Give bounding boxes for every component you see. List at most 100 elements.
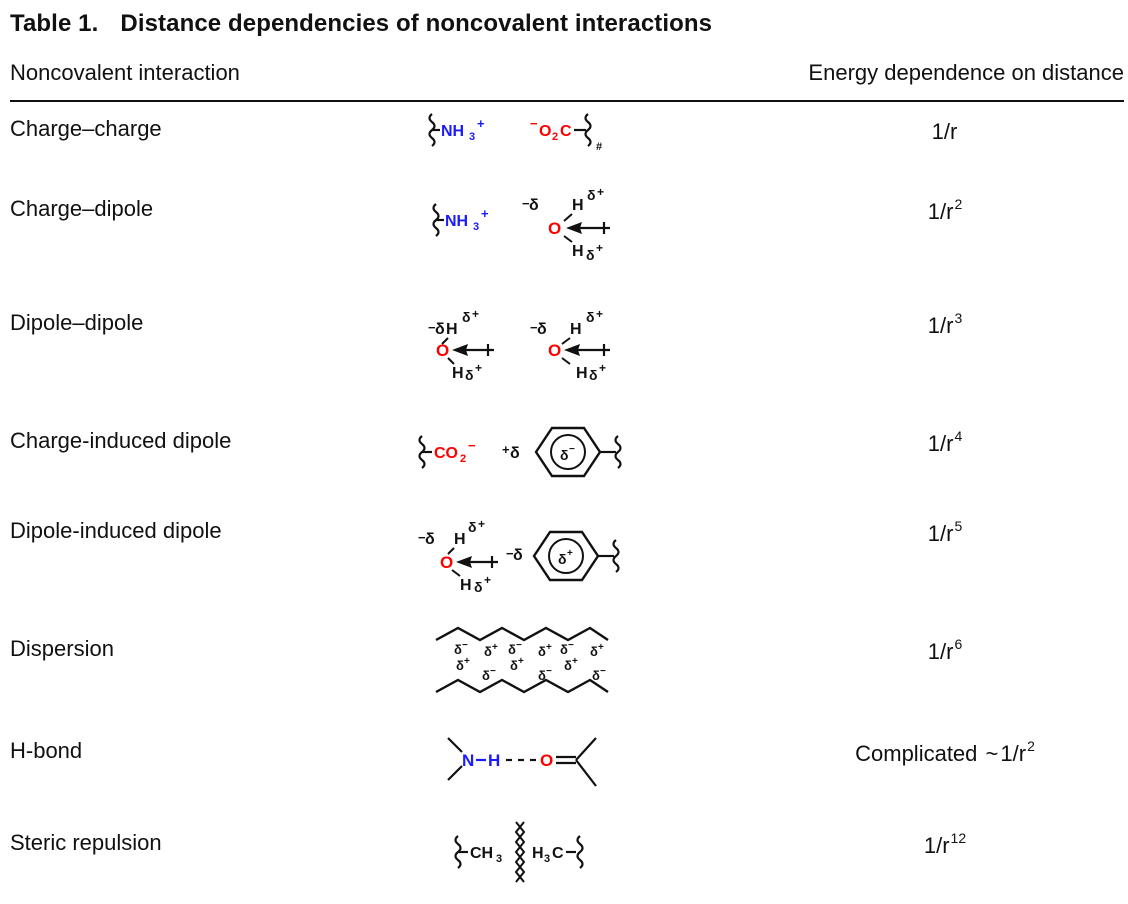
svg-text:+: + bbox=[567, 548, 573, 559]
hash-mark: # bbox=[596, 141, 602, 153]
svg-text:−: − bbox=[569, 444, 575, 455]
svg-text:H: H bbox=[572, 197, 584, 214]
dipole-dipole-structure: − δ H δ + O H δ + − δ H δ + O H δ + bbox=[428, 307, 610, 383]
svg-text:+: + bbox=[598, 642, 604, 653]
svg-text:+: + bbox=[477, 116, 485, 131]
svg-text:−: − bbox=[530, 116, 538, 131]
svg-text:δ: δ bbox=[484, 644, 492, 659]
alkane-chain-icon bbox=[435, 626, 609, 642]
svg-text:+: + bbox=[599, 361, 606, 375]
repulsion-icon bbox=[514, 821, 526, 883]
interaction-name: Dipole-induced dipole bbox=[10, 518, 222, 543]
svg-text:δ: δ bbox=[537, 321, 547, 338]
energy-dependence: 1/r2 bbox=[927, 196, 963, 224]
interaction-name: Dipole–dipole bbox=[10, 310, 144, 335]
svg-text:+: + bbox=[546, 642, 552, 653]
svg-text:−: − bbox=[600, 666, 606, 677]
svg-text:δ: δ bbox=[592, 668, 600, 683]
svg-text:δ: δ bbox=[510, 658, 518, 673]
svg-text:δ: δ bbox=[538, 644, 546, 659]
svg-text:3: 3 bbox=[469, 131, 475, 143]
svg-text:δ: δ bbox=[482, 668, 490, 683]
wavy-bond-icon bbox=[584, 113, 592, 147]
energy-dependence: Complicated ~1/r2 bbox=[855, 738, 1035, 766]
svg-text:δ: δ bbox=[560, 642, 568, 657]
svg-text:2: 2 bbox=[552, 131, 558, 143]
svg-text:H: H bbox=[572, 243, 584, 260]
alkane-chain-icon bbox=[435, 678, 609, 694]
dipole-arrow-icon bbox=[564, 344, 580, 356]
svg-text:δ: δ bbox=[513, 547, 523, 564]
svg-text:+: + bbox=[597, 185, 604, 199]
svg-text:C: C bbox=[552, 845, 564, 862]
svg-text:+: + bbox=[478, 517, 485, 531]
oxygen-label: O bbox=[548, 219, 561, 238]
dipole-arrow-icon bbox=[566, 222, 582, 234]
svg-text:+: + bbox=[518, 656, 524, 667]
svg-text:δ: δ bbox=[586, 247, 595, 263]
svg-text:+: + bbox=[472, 307, 479, 321]
svg-text:NH: NH bbox=[445, 213, 468, 230]
svg-text:O: O bbox=[436, 341, 449, 360]
svg-text:H: H bbox=[446, 321, 458, 338]
energy-dependence: 1/r12 bbox=[923, 830, 967, 858]
interaction-name: Charge–dipole bbox=[10, 196, 154, 221]
svg-text:+: + bbox=[492, 642, 498, 653]
energy-dependence: 1/r6 bbox=[927, 636, 963, 664]
svg-text:δ: δ bbox=[508, 642, 516, 657]
energy-dependence: 1/r4 bbox=[927, 428, 963, 456]
header-rule bbox=[10, 100, 1124, 102]
svg-text:H: H bbox=[454, 531, 466, 548]
svg-text:δ: δ bbox=[435, 321, 445, 338]
svg-text:H: H bbox=[488, 751, 500, 770]
energy-dependence: 1/r5 bbox=[927, 518, 963, 546]
interaction-name: Charge–charge bbox=[10, 116, 162, 141]
svg-text:H: H bbox=[460, 577, 472, 594]
svg-text:3: 3 bbox=[496, 853, 502, 865]
charge-charge-structure: NH 3 + − O 2 C # bbox=[428, 113, 602, 153]
dipole-induced-dipole-structure: − δ H δ + O H δ + − δ δ + bbox=[418, 517, 620, 595]
svg-text:δ: δ bbox=[465, 367, 474, 383]
svg-text:δ: δ bbox=[456, 658, 464, 673]
svg-text:2: 2 bbox=[460, 453, 466, 465]
h-bond-structure: N H O bbox=[447, 737, 597, 787]
svg-text:−: − bbox=[418, 530, 426, 545]
ammonium-label: NH bbox=[441, 123, 464, 140]
energy-dependence: 1/r3 bbox=[927, 310, 963, 338]
svg-text:C: C bbox=[560, 123, 572, 140]
svg-text:+: + bbox=[475, 361, 482, 375]
table-title: Table 1. Distance dependencies of noncova… bbox=[10, 10, 712, 38]
svg-text:+: + bbox=[596, 307, 603, 321]
svg-text:H: H bbox=[452, 365, 464, 382]
wavy-bond-icon bbox=[614, 435, 622, 469]
wavy-bond-icon bbox=[576, 835, 584, 869]
svg-text:−: − bbox=[506, 546, 514, 561]
svg-text:+: + bbox=[481, 206, 489, 221]
interaction-name: H-bond bbox=[10, 738, 83, 763]
table-caption: Distance dependencies of noncovalent int… bbox=[120, 10, 713, 37]
svg-text:−: − bbox=[490, 666, 496, 677]
svg-text:−: − bbox=[522, 196, 530, 211]
svg-text:CO: CO bbox=[434, 445, 458, 462]
svg-text:−: − bbox=[546, 666, 552, 677]
svg-text:δ: δ bbox=[560, 447, 569, 463]
svg-text:H: H bbox=[570, 321, 582, 338]
svg-text:3: 3 bbox=[544, 853, 550, 865]
svg-text:O: O bbox=[540, 751, 553, 770]
svg-text:δ: δ bbox=[590, 644, 598, 659]
svg-text:−: − bbox=[568, 640, 574, 651]
svg-text:+: + bbox=[464, 656, 470, 667]
svg-text:H: H bbox=[576, 365, 588, 382]
dipole-arrow-icon bbox=[456, 556, 472, 568]
svg-text:3: 3 bbox=[473, 221, 479, 233]
svg-text:δ: δ bbox=[425, 531, 435, 548]
wavy-bond-icon bbox=[612, 539, 620, 573]
svg-text:H: H bbox=[532, 845, 544, 862]
svg-text:−: − bbox=[468, 438, 476, 453]
column-header-energy: Energy dependence on distance bbox=[808, 60, 1124, 85]
interaction-name: Charge-induced dipole bbox=[10, 428, 232, 453]
table-number: Table 1. bbox=[10, 10, 99, 37]
svg-text:O: O bbox=[440, 553, 453, 572]
svg-text:δ: δ bbox=[454, 642, 462, 657]
charge-induced-dipole-structure: CO 2 − + δ δ − bbox=[418, 426, 622, 478]
